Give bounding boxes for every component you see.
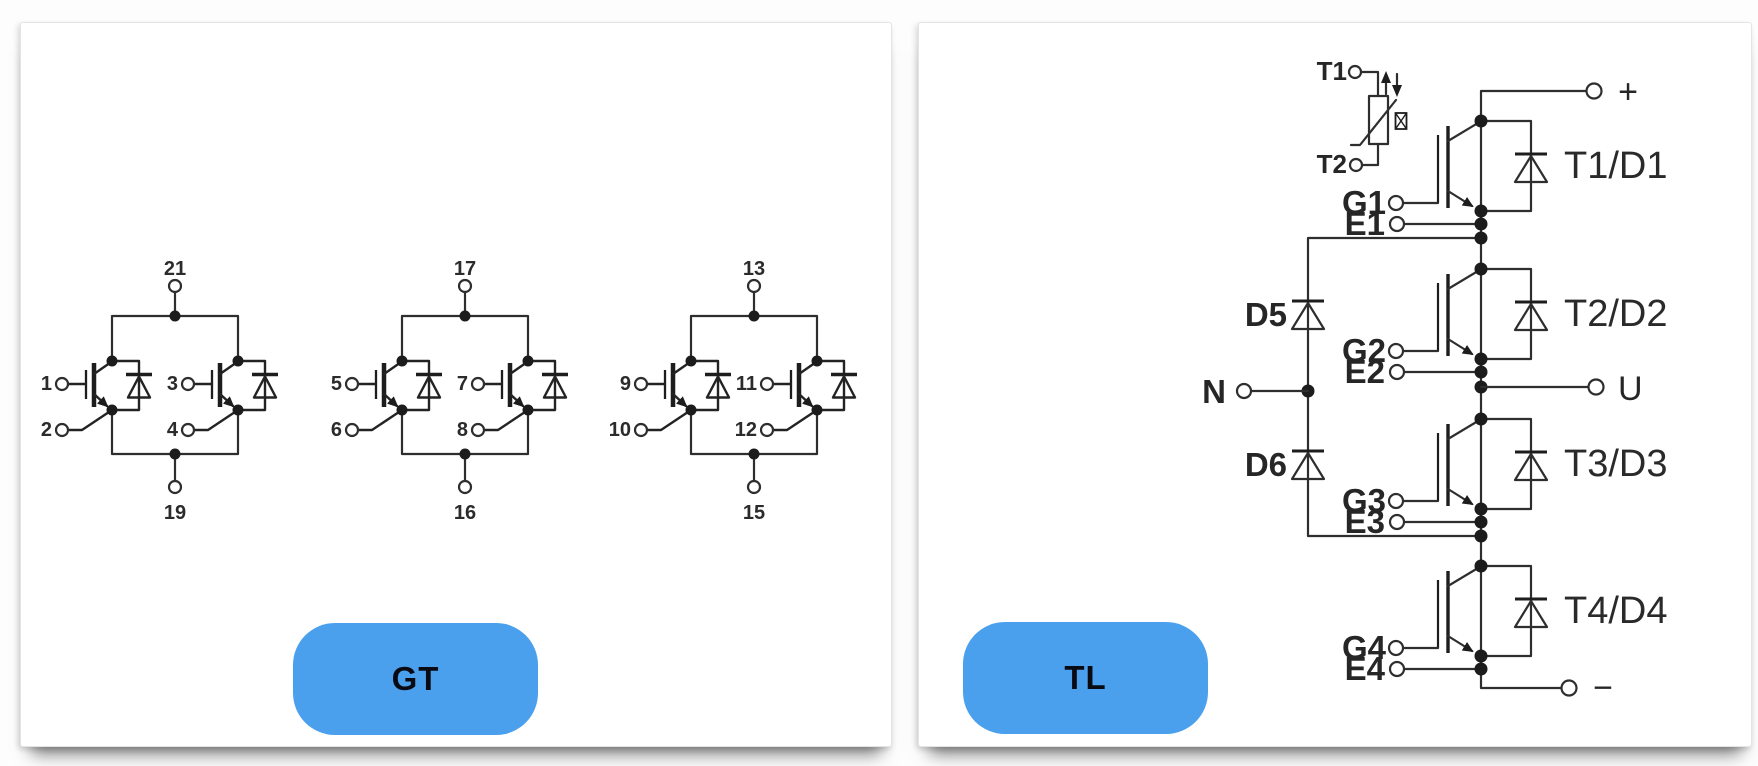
emitter-label: E4: [1345, 650, 1386, 687]
pin-label: 1: [41, 373, 52, 395]
terminal: [1348, 157, 1364, 173]
terminal: [1347, 64, 1363, 80]
igbt-cell: [182, 356, 278, 437]
igbt-cell: [1389, 115, 1547, 232]
clamp-diode-d5: D5: [1245, 296, 1326, 333]
switch-t2d2: G2 E2 T2/D2: [1342, 263, 1667, 390]
thermistor-diagonal: [1349, 98, 1398, 147]
terminal: [1560, 679, 1578, 697]
switch-t1d1: G1 E1 T1/D1: [1342, 115, 1667, 242]
thermistor-top-label: T1: [1317, 56, 1347, 86]
wire: [1360, 70, 1380, 98]
terminal: [1585, 82, 1603, 100]
half-bridge-module-1: 21 1 2 3 4 19: [41, 258, 278, 524]
dc-plus-label: +: [1618, 73, 1638, 111]
switch-label: T3/D3: [1564, 443, 1667, 485]
terminal: [746, 479, 762, 495]
switch-label: T1/D1: [1564, 145, 1667, 187]
tl-panel: T1 T2 +: [918, 22, 1752, 747]
diode-label: D5: [1245, 296, 1287, 333]
emitter-label: E3: [1345, 503, 1385, 540]
pin-label: 5: [331, 373, 342, 395]
igbt-cell: [1389, 560, 1547, 677]
pin-label: 19: [164, 502, 186, 524]
thermistor: T1 T2: [1317, 56, 1408, 179]
pin-label: 7: [457, 373, 468, 395]
dc-minus-label: −: [1593, 669, 1613, 707]
pin-label: 2: [41, 419, 52, 441]
tl-schematic: T1 T2 +: [1202, 56, 1667, 707]
pin-label: 13: [743, 258, 765, 280]
pin-label: 6: [331, 419, 342, 441]
bidirectional-arrows-icon: [1381, 71, 1402, 97]
terminal: [167, 479, 183, 495]
gate-label: G2: [1342, 332, 1386, 369]
switch-t3d3: G3 E3 T3/D3: [1342, 413, 1667, 540]
switch-label: T4/D4: [1564, 590, 1667, 632]
igbt-cell: [472, 356, 568, 437]
terminal: [1235, 382, 1253, 400]
pin-label: 3: [167, 373, 178, 395]
neutral-label: N: [1202, 373, 1226, 410]
thermistor-bottom-label: T2: [1317, 149, 1347, 179]
junction: [459, 448, 471, 460]
pin-label: 9: [620, 373, 631, 395]
gate-label: G3: [1342, 482, 1386, 519]
igbt-cell: [346, 356, 442, 437]
terminal: [167, 278, 183, 294]
igbt-cell: [1389, 263, 1547, 380]
emitter-label: E1: [1345, 205, 1385, 242]
wire: [1361, 142, 1380, 167]
igbt-cell: [761, 356, 857, 437]
ac-output: U: [1474, 370, 1643, 408]
pin-label: 21: [164, 258, 186, 280]
pin-label: 11: [736, 373, 757, 395]
junction: [1474, 231, 1488, 245]
pin-label: 12: [735, 419, 757, 441]
gate-label: G4: [1342, 629, 1387, 666]
clamp-branch: D5 D6 N: [1202, 231, 1488, 543]
pin-label: 10: [609, 419, 631, 441]
junction: [748, 448, 760, 460]
temperature-sensor-icon: [1394, 112, 1408, 130]
wire: [1306, 236, 1483, 538]
junction: [169, 448, 181, 460]
half-bridge-module-3: 13 9 10 11 12 15: [609, 258, 857, 524]
junction: [169, 310, 181, 322]
gt-panel: 21 1 2 3 4 19: [20, 22, 892, 747]
emitter-label: E2: [1345, 353, 1385, 390]
ac-out-label: U: [1618, 370, 1643, 408]
gt-button[interactable]: GT: [293, 623, 538, 735]
igbt-cell: [635, 356, 731, 437]
gt-schematic: 21 1 2 3 4 19: [41, 258, 891, 524]
switch-label: T2/D2: [1564, 293, 1667, 335]
terminal: [457, 479, 473, 495]
clamp-diode-d6: D6: [1245, 446, 1326, 483]
pin-label: 15: [743, 502, 765, 524]
junction: [1474, 529, 1488, 543]
switch-t4d4: G4 E4 T4/D4: [1342, 560, 1667, 687]
junction: [459, 310, 471, 322]
igbt-cell: [1389, 413, 1547, 530]
thermistor-body: [1367, 94, 1390, 146]
pin-label: 16: [454, 502, 476, 524]
pin-label: 8: [457, 419, 468, 441]
neutral-terminal: N: [1202, 373, 1315, 410]
junction: [748, 310, 760, 322]
terminal: [1587, 378, 1605, 396]
terminal: [457, 278, 473, 294]
half-bridge-module-2: 17 5 6 7 8 16: [331, 258, 568, 524]
pin-label: 17: [454, 258, 476, 280]
igbt-cell: [56, 356, 152, 437]
pin-label: 4: [167, 419, 179, 441]
terminal: [746, 278, 762, 294]
diode-label: D6: [1245, 446, 1287, 483]
tl-button[interactable]: TL: [963, 622, 1208, 734]
gate-label: G1: [1342, 184, 1386, 221]
